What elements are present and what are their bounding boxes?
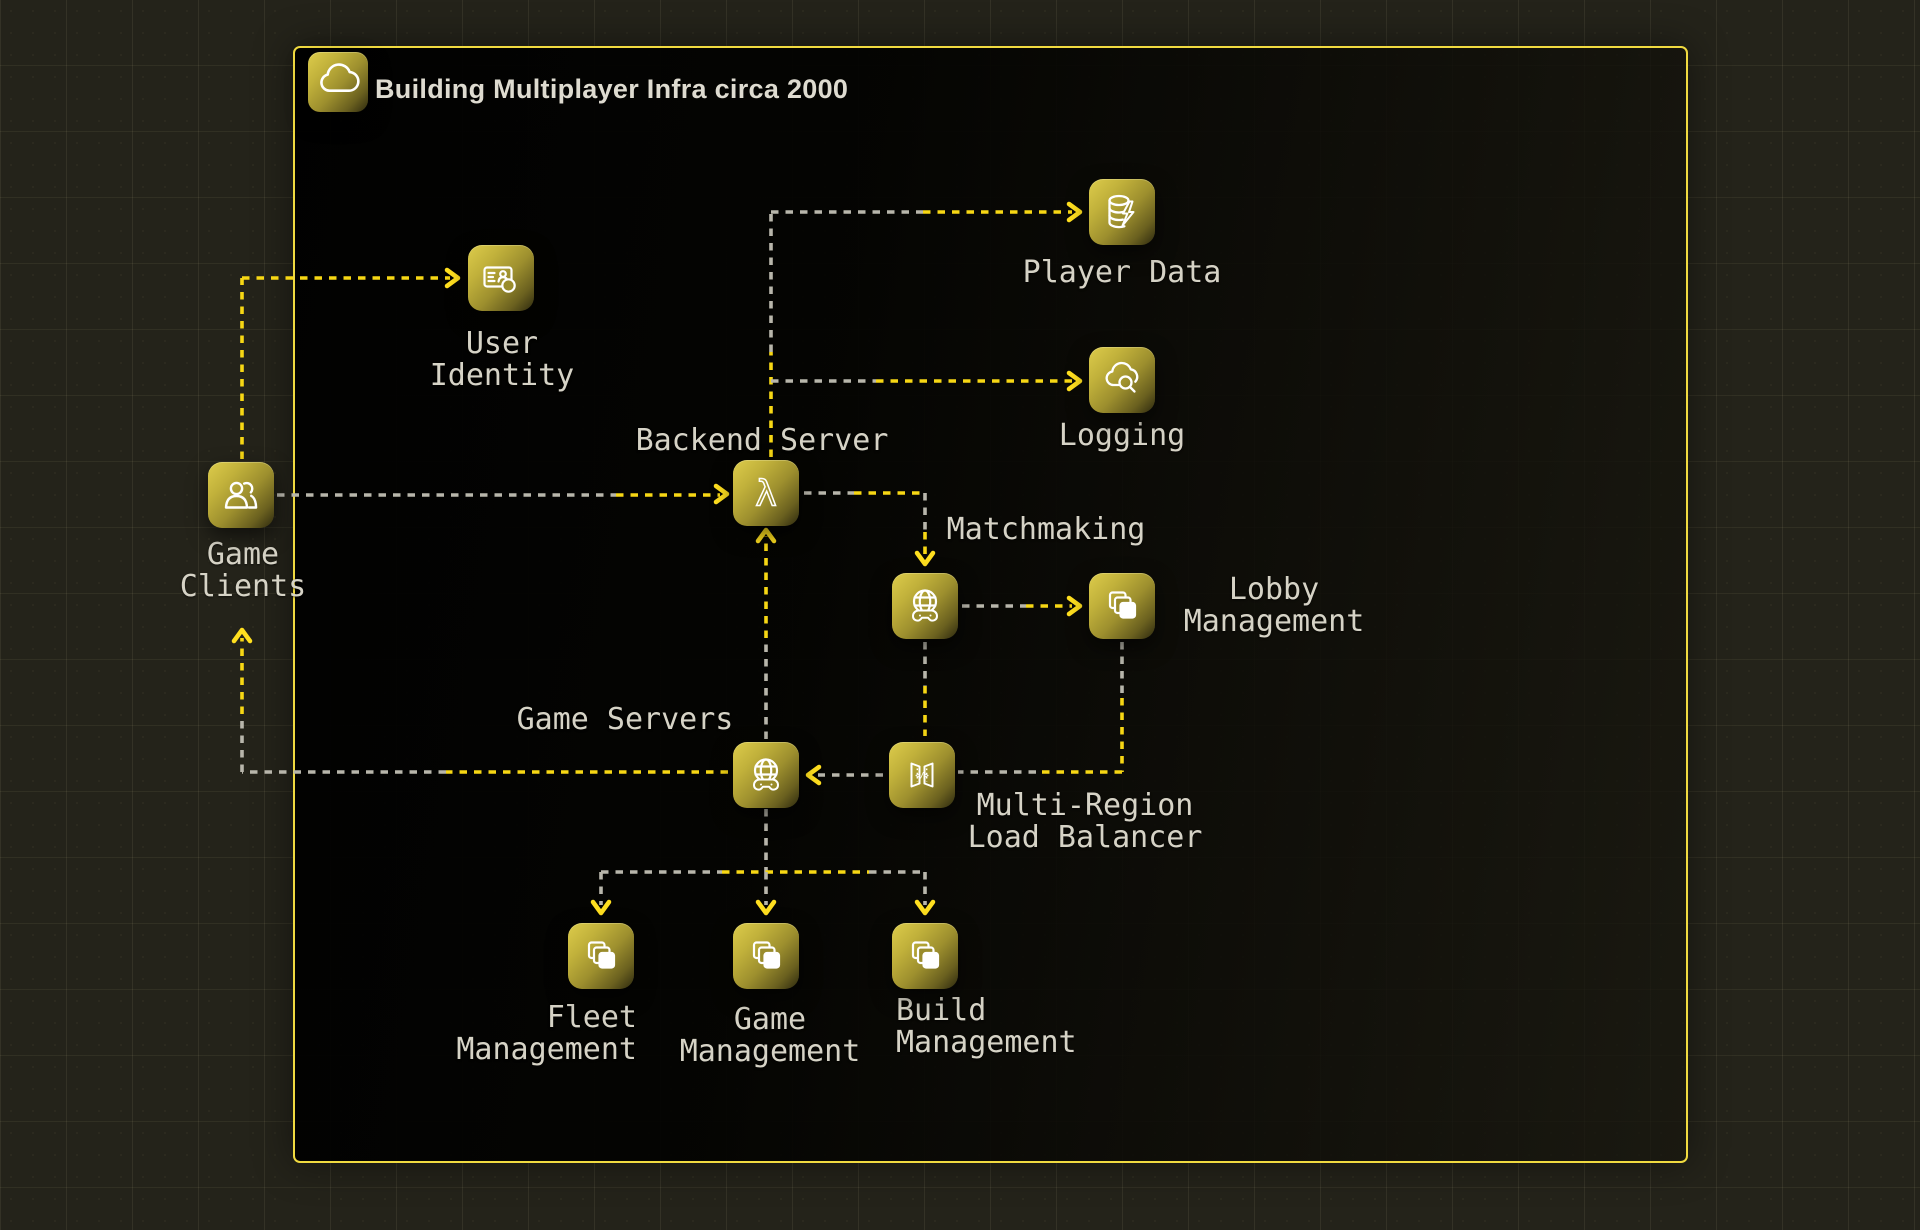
node-game-clients — [208, 462, 274, 528]
node-player-data — [1089, 179, 1155, 245]
node-label-user-identity: User Identity — [429, 326, 575, 393]
edge-game-servers-branch — [601, 809, 926, 874]
edge-branch-to-game — [755, 872, 777, 916]
edge-game-servers-to-clients — [231, 627, 728, 774]
edge-matchmaking-to-lobby — [962, 595, 1083, 617]
node-label-lobby-management: Lobby Management — [1183, 572, 1365, 639]
node-label-logging: Logging — [1058, 418, 1186, 453]
node-fleet-management — [568, 923, 634, 989]
arrowhead-icon — [444, 267, 461, 289]
edge-load-balancer-to-game-servers — [805, 764, 883, 786]
users-icon — [224, 481, 258, 509]
arrowhead-icon — [1066, 370, 1083, 392]
node-backend-server — [733, 460, 799, 526]
node-label-game-servers: Game Servers — [516, 702, 734, 737]
arrowhead-icon — [590, 899, 612, 916]
edge-lobby-to-load-balancer — [958, 642, 1124, 774]
stack-icon — [911, 941, 940, 969]
node-logging — [1089, 347, 1155, 413]
node-game-servers — [733, 742, 799, 808]
db-bolt-icon — [1108, 194, 1135, 229]
edge-backend-to-logging — [771, 370, 1083, 392]
node-label-game-management: Game Management — [679, 1002, 861, 1069]
arrowhead-icon — [755, 527, 777, 544]
arrowhead-icon — [914, 550, 936, 567]
globe-pad-icon — [752, 758, 780, 791]
node-build-management — [892, 923, 958, 989]
node-label-load-balancer: Multi-Region Load Balancer — [967, 788, 1203, 855]
edge-backend-to-matchmaking — [804, 491, 936, 567]
lambda-icon — [754, 472, 778, 516]
id-card-icon — [483, 266, 516, 293]
edge-game-servers-to-backend — [755, 527, 777, 739]
stack-icon — [1108, 591, 1137, 619]
arrowhead-icon — [231, 627, 253, 644]
cloud-icon — [308, 52, 368, 112]
stack-icon — [587, 941, 616, 969]
node-label-build-management: Build Management — [896, 993, 1077, 1060]
arrowhead-icon — [755, 899, 777, 916]
node-load-balancer — [889, 742, 955, 808]
cloud-search-icon — [1105, 361, 1139, 393]
arrowhead-icon — [1066, 595, 1083, 617]
diagram-header: Building Multiplayer Infra circa 2000 — [0, 0, 1920, 140]
diagram-title: Building Multiplayer Infra circa 2000 — [375, 74, 849, 104]
arrowhead-icon — [1066, 201, 1083, 223]
node-game-management — [733, 923, 799, 989]
node-matchmaking — [892, 573, 958, 639]
node-label-fleet-management: Fleet Management — [456, 1000, 637, 1067]
gateway-icon — [910, 762, 934, 788]
node-label-game-clients: Game Clients — [179, 537, 307, 604]
node-label-backend-server: Backend Server — [635, 423, 889, 458]
edge-backend-to-player-data — [769, 201, 1083, 457]
arrowhead-icon — [805, 764, 822, 786]
stack-icon — [752, 941, 781, 969]
globe-pad-icon — [911, 589, 939, 622]
node-label-matchmaking: Matchmaking — [946, 512, 1146, 547]
node-user-identity — [468, 245, 534, 311]
arrowhead-icon — [914, 899, 936, 916]
edge-branch-to-fleet — [590, 872, 612, 916]
diagram-panel — [293, 46, 1688, 1163]
edge-clients-to-backend — [277, 483, 730, 505]
arrowhead-icon — [713, 483, 730, 505]
node-lobby-management — [1089, 573, 1155, 639]
node-label-player-data: Player Data — [1022, 255, 1222, 290]
edge-clients-to-identity — [240, 267, 461, 459]
edge-branch-to-build — [914, 872, 936, 916]
